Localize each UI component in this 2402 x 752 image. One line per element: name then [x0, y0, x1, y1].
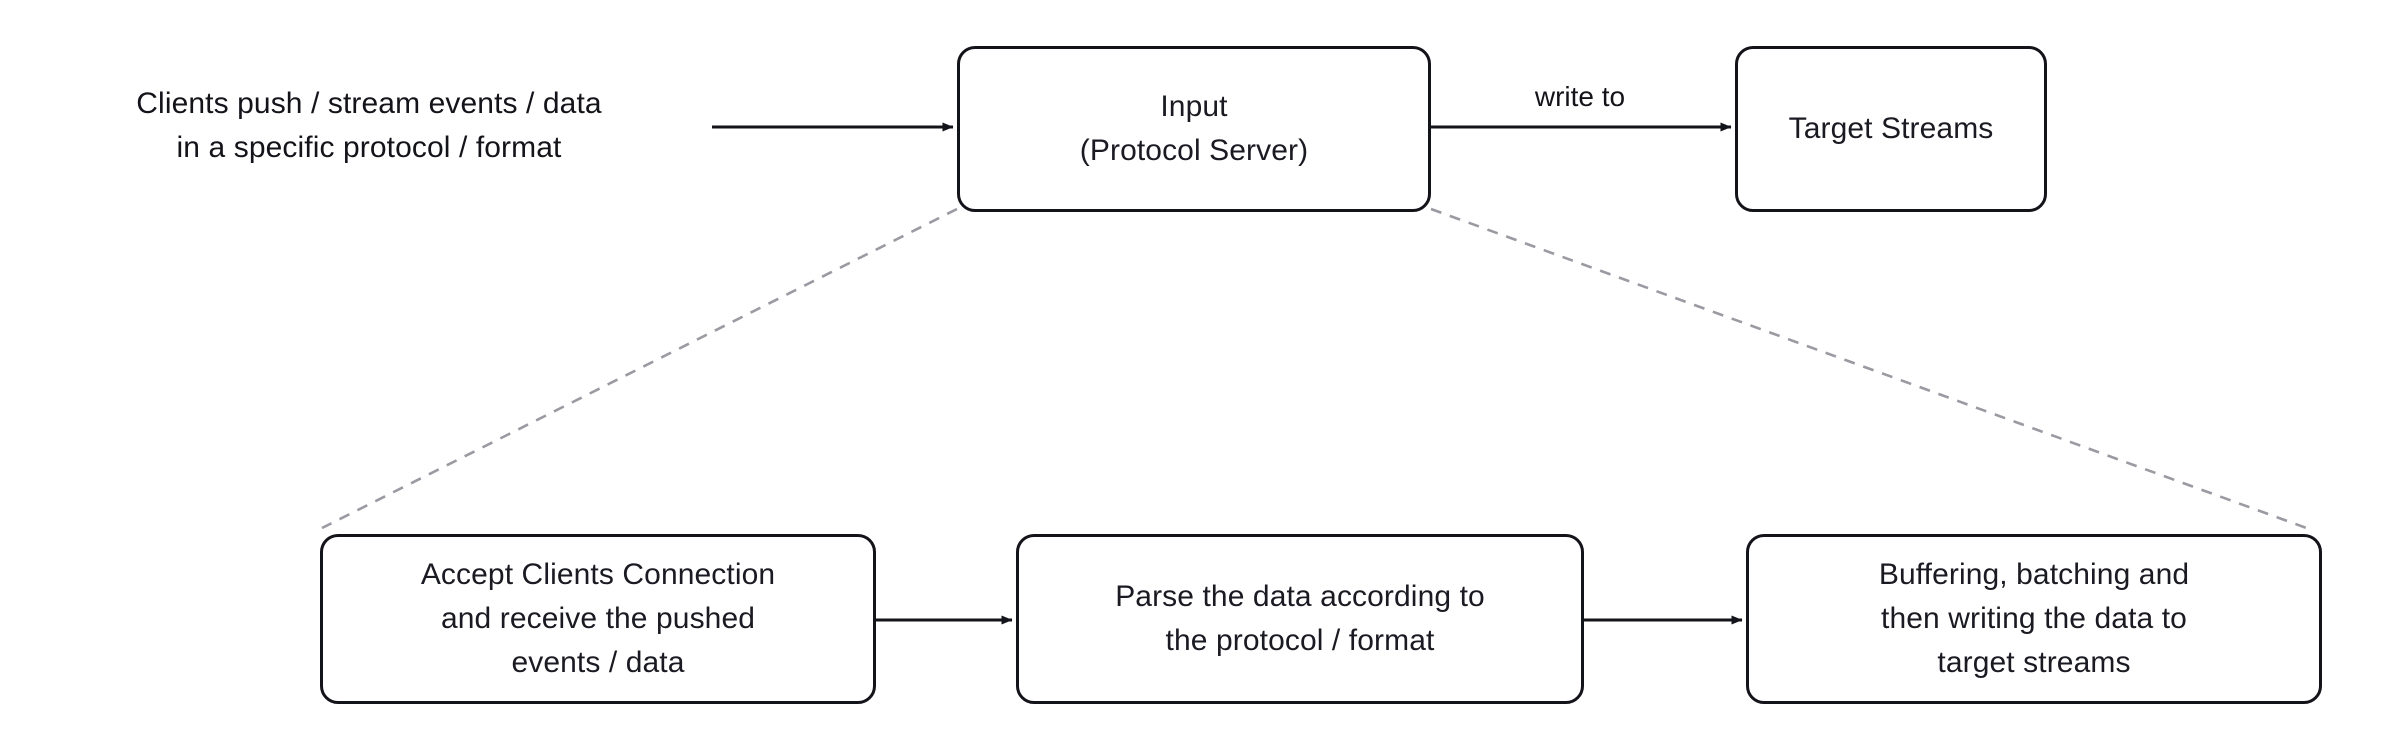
node-input-label: Input (Protocol Server) [1079, 90, 1309, 167]
node-parse-data[interactable]: Parse the data according to the protocol… [1016, 534, 1584, 704]
node-buffering-batching-writing-label: Buffering, batching and then writing the… [1878, 558, 2190, 679]
node-input-protocol-server[interactable]: Input (Protocol Server) [957, 46, 1431, 212]
node-target-streams[interactable]: Target Streams [1735, 46, 2047, 212]
node-accept-clients-connection[interactable]: Accept Clients Connection and receive th… [320, 534, 876, 704]
node-buffering-batching-writing[interactable]: Buffering, batching and then writing the… [1746, 534, 2322, 704]
edge-input-expand-right [1430, 207, 2313, 532]
node-accept-clients-connection-label: Accept Clients Connection and receive th… [420, 558, 776, 679]
node-parse-data-label: Parse the data according to the protocol… [1115, 580, 1485, 657]
node-target-streams-label: Target Streams [1788, 112, 1994, 145]
edge-input-expand-left [321, 207, 958, 530]
edge-label-write-to: write to [1534, 81, 1626, 112]
clients-note-label: Clients push / stream events / data in a… [136, 87, 602, 164]
